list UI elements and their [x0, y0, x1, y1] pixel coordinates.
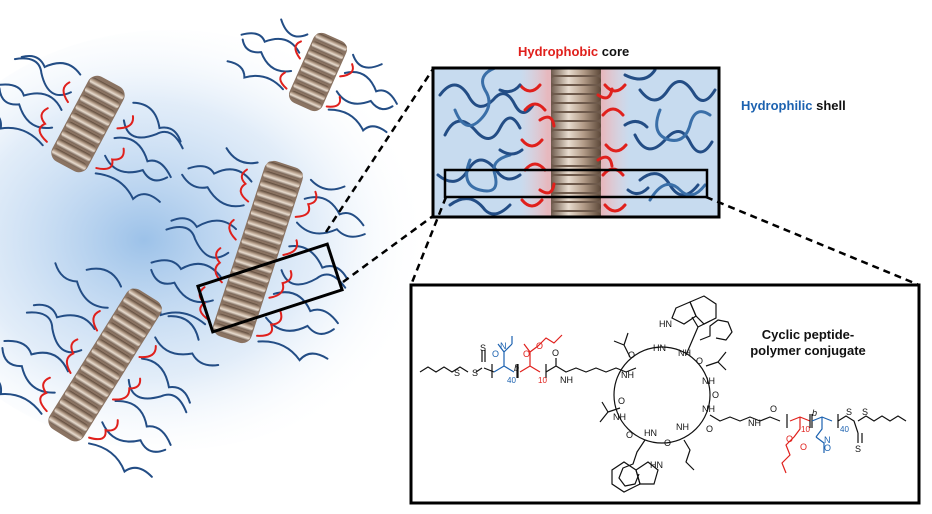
atom-o-dma-right: O	[824, 443, 831, 453]
core-word: core	[601, 44, 630, 59]
atom-s-2: S	[472, 368, 478, 378]
zoom-connectors-2	[409, 195, 920, 287]
conjugate-title-line-2: polymer conjugate	[750, 343, 866, 358]
dp-hydrophobic-left: 10	[538, 376, 547, 385]
atom-nh-ring-3: NH	[678, 348, 691, 358]
atom-s-5: S	[862, 407, 868, 417]
structure-panel: S S S N O O O b 40 10 O NH NH O HN NH O …	[409, 283, 921, 505]
selection-box-strip	[443, 168, 709, 199]
atom-hn-ring-2: HN	[653, 343, 666, 353]
atom-labels: S S S N O O O b 40 10 O NH NH O HN NH O …	[454, 319, 868, 470]
hydrophobic-word: Hydrophobic	[518, 44, 599, 59]
atom-s-6: S	[855, 444, 861, 454]
atom-nh-ring-12: NH	[676, 422, 689, 432]
atom-hn-indole-top: HN	[659, 319, 672, 329]
polymer-corona	[0, 54, 184, 203]
atom-n-dma-right: N	[824, 435, 831, 445]
atom-o-ba-right-1: O	[786, 434, 793, 444]
atom-o-ring-3: O	[696, 356, 703, 366]
atom-o-dma-left: O	[492, 349, 499, 359]
atom-o-ring-13: O	[706, 424, 713, 434]
dp-hydrophilic-right: 40	[840, 425, 849, 434]
zoom-polymer-chains	[436, 68, 717, 216]
atom-o-ba-left-1: O	[523, 349, 530, 359]
chemical-structure	[419, 316, 907, 487]
atom-o-ring-7: O	[618, 396, 625, 406]
block-b-left: b	[514, 363, 519, 373]
block-b-right: b	[812, 408, 817, 418]
peptide-rings	[51, 75, 125, 173]
nanotube-2	[226, 18, 398, 134]
atom-nh-linker-right: NH	[748, 418, 761, 428]
atom-s-3: S	[480, 343, 486, 353]
atom-o-ring-9: O	[626, 430, 633, 440]
nanotube-4	[0, 262, 220, 478]
atom-nh-ring-1: NH	[621, 370, 634, 380]
atom-nh-linker-left: NH	[560, 375, 573, 385]
dp-hydrophilic-left: 40	[507, 376, 516, 385]
atom-o-ba-left-2: O	[536, 341, 543, 351]
conjugate-title: Cyclic peptide- polymer conjugate	[738, 327, 878, 359]
indole-top	[671, 295, 717, 325]
hydrophobic-core-label: Hydrophobic core	[518, 44, 629, 59]
atom-o-linker-right: O	[770, 404, 777, 414]
zoom-panel-core-shell	[431, 66, 721, 219]
nanotube-1	[0, 54, 184, 203]
polymer-corona	[226, 18, 398, 134]
peptide-rings	[288, 32, 348, 112]
atom-o-ba-right-2: O	[800, 442, 807, 452]
shell-word: shell	[816, 98, 846, 113]
atom-s-4: S	[846, 407, 852, 417]
indole-bottom	[611, 461, 659, 493]
atom-nh-ring-6: NH	[702, 404, 715, 414]
zoom-connectors-1	[324, 68, 435, 284]
conjugate-title-line-1: Cyclic peptide-	[761, 327, 855, 342]
polymer-corona	[0, 262, 220, 478]
atom-o-linker-left: O	[552, 348, 559, 358]
atom-s-1: S	[454, 368, 460, 378]
peptide-rings	[48, 288, 162, 442]
atom-nh-ring-4: NH	[702, 376, 715, 386]
atom-o-ring-1: O	[628, 350, 635, 360]
atom-hn-indole-bottom: HN	[650, 460, 663, 470]
atom-o-ring-5: O	[712, 390, 719, 400]
atom-hn-ring-10: HN	[644, 428, 657, 438]
selection-box-nanotube	[196, 242, 344, 334]
atom-o-ring-11: O	[664, 438, 671, 448]
atom-nh-ring-8: NH	[613, 412, 626, 422]
atom-n-dma-left: N	[500, 341, 507, 351]
hydrophilic-word: Hydrophilic	[741, 98, 813, 113]
dp-hydrophobic-right: 10	[801, 425, 810, 434]
hydrophilic-shell-label: Hydrophilic shell	[741, 98, 846, 113]
